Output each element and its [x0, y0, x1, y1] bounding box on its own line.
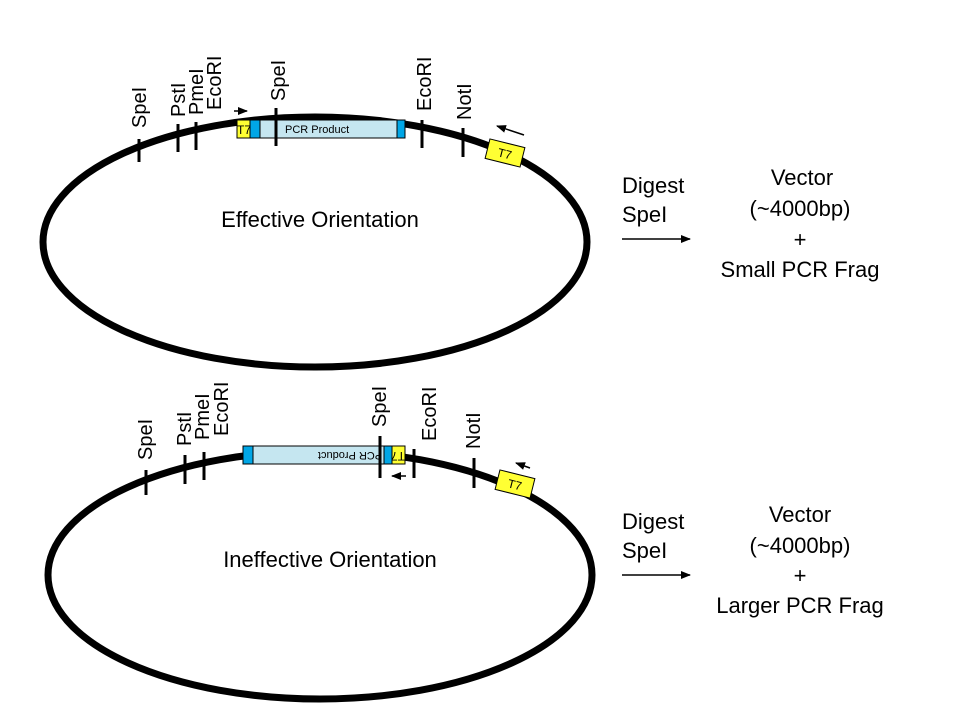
result-vector-size: (~4000bp): [750, 533, 851, 558]
site-label-ecori-1: EcoRI: [204, 56, 226, 110]
vector-t7-arrow: [515, 462, 531, 470]
result-fragment: Larger PCR Frag: [716, 593, 884, 618]
site-ticks: [144, 436, 476, 495]
site-label-spei-2: SpeI: [268, 60, 290, 101]
site-label-psti: PstI: [168, 83, 190, 117]
vector-t7-box: [484, 138, 526, 168]
site-label-ecori-1: EcoRI: [211, 382, 233, 436]
insert-t7-box: [391, 445, 406, 465]
insert-t7-label: T7: [237, 123, 251, 137]
pcr-insert: PCR Product T7: [242, 445, 406, 465]
vector-t7-arrow: [496, 125, 525, 136]
pcr-insert: T7 PCR Product: [236, 119, 406, 139]
result-vector: Vector: [771, 165, 833, 190]
insert-label: PCR Product: [318, 449, 382, 461]
insert-t7-label: T7: [391, 449, 405, 463]
panel-effective: T7 PCR Product T7 SpeI PstI PmeI EcoRI S…: [39, 56, 880, 371]
vector-t7: T7: [494, 469, 536, 499]
site-label-spei-1: SpeI: [135, 419, 157, 460]
result-plus: +: [794, 227, 807, 252]
panel-title: Effective Orientation: [221, 207, 419, 232]
vector-t7-label: T7: [496, 145, 513, 162]
site-label-spei-1: SpeI: [129, 87, 151, 128]
result-vector: Vector: [769, 502, 831, 527]
result-fragment: Small PCR Frag: [721, 257, 880, 282]
site-label-noti: NotI: [454, 83, 476, 120]
site-label-psti: PstI: [174, 412, 196, 446]
site-label-ecori-2: EcoRI: [419, 387, 441, 441]
result-vector-size: (~4000bp): [750, 196, 851, 221]
insert-cap-right: [383, 445, 393, 465]
plasmid-ring: [39, 113, 591, 371]
vector-t7-label: T7: [506, 476, 523, 493]
site-label-pmei: PmeI: [186, 68, 208, 115]
insert-cap-right: [396, 119, 406, 139]
site-label-ecori-2: EcoRI: [414, 57, 436, 111]
site-label-pmei: PmeI: [192, 393, 214, 440]
vector-t7-box: [494, 469, 536, 499]
site-label-noti: NotI: [463, 412, 485, 449]
site-ticks: [137, 108, 465, 162]
digest-label: Digest: [622, 509, 684, 534]
vector-t7: T7: [484, 138, 526, 168]
panel-ineffective: PCR Product T7 T7 SpeI PstI PmeI EcoRI S…: [44, 382, 884, 703]
insert-cap-left: [242, 445, 254, 465]
result-plus: +: [794, 563, 807, 588]
insert-cap-left: [249, 119, 261, 139]
insert-label: PCR Product: [285, 124, 349, 136]
site-label-spei-2: SpeI: [369, 386, 391, 427]
panel-title: Ineffective Orientation: [223, 547, 437, 572]
digest-enzyme: SpeI: [622, 202, 667, 227]
digest-label: Digest: [622, 173, 684, 198]
digest-enzyme: SpeI: [622, 538, 667, 563]
